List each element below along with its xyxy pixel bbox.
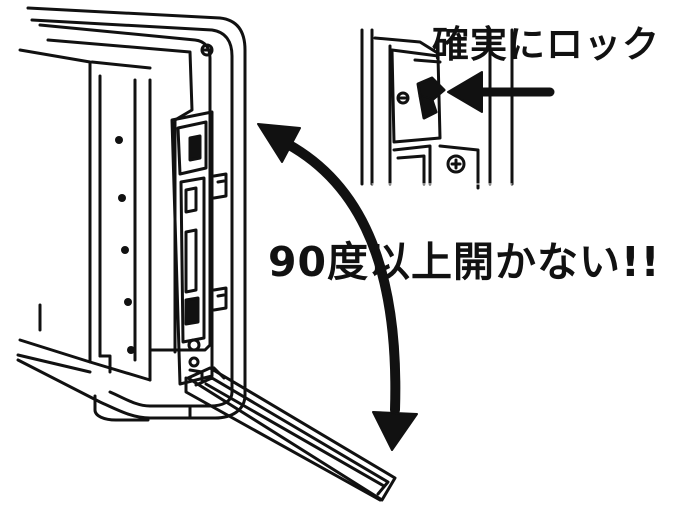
- pointer-arrow-icon: [447, 71, 555, 113]
- lock-caption: 確実にロック: [432, 23, 660, 66]
- flip-down-cover: [184, 366, 397, 502]
- lock-latch-icon: [416, 76, 446, 120]
- lock-detail-inset: [360, 28, 514, 190]
- bezel-screws: [115, 136, 135, 354]
- screw-icon: [200, 43, 214, 57]
- connector-panel: [170, 110, 214, 386]
- hinge-clips: [212, 172, 228, 312]
- curved-double-arrow-icon: [257, 123, 418, 451]
- opening-limit-caption: 90度以上開かない!!: [268, 238, 661, 286]
